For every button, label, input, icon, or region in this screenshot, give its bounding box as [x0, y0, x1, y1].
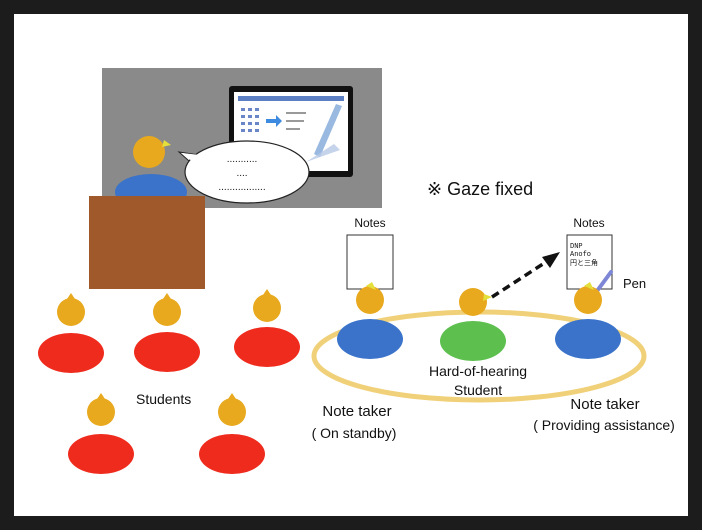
notes-text-line-2: Anofo — [570, 251, 591, 259]
student-figure-icon — [38, 293, 104, 373]
student-figure-icon — [68, 393, 134, 474]
classroom-diagram: ........... .... ................. ※ Gaz… — [38, 68, 675, 474]
dashed-arrow-icon — [491, 252, 560, 299]
notes-paper-left — [346, 234, 394, 290]
note-taker-left-figure-icon — [337, 282, 403, 359]
gaze-note: ※ Gaze fixed — [427, 179, 533, 199]
speech-line-2: .... — [236, 168, 247, 179]
speech-line-1: ........... — [227, 154, 258, 165]
students-label: Students — [136, 391, 191, 407]
pen-label: Pen — [623, 276, 646, 291]
hoh-student-figure-icon — [440, 288, 506, 361]
student-figure-icon — [234, 289, 300, 367]
notes-text-line-3: 円と三角 — [570, 258, 598, 267]
notes-text-line-1: DNP — [570, 243, 583, 251]
notes-label-right: Notes — [573, 216, 604, 230]
speech-line-3: ................. — [218, 182, 265, 193]
slide: ........... .... ................. ※ Gaz… — [14, 14, 688, 516]
note-taker-right-title: Note taker — [570, 396, 639, 413]
student-figure-icon — [134, 293, 200, 372]
note-taker-right-figure-icon — [555, 282, 621, 359]
hoh-student-label-line-2: Student — [454, 382, 502, 398]
student-figure-icon — [199, 393, 265, 474]
note-taker-left-status: ( On standby) — [312, 425, 397, 441]
notes-label-left: Notes — [354, 216, 385, 230]
pen-icon — [595, 270, 613, 293]
note-taker-left-title: Note taker — [322, 403, 391, 420]
podium — [89, 196, 205, 289]
hoh-student-label-line-1: Hard-of-hearing — [429, 363, 527, 379]
speech-bubble — [177, 140, 310, 204]
note-taker-right-status: ( Providing assistance) — [533, 417, 675, 433]
